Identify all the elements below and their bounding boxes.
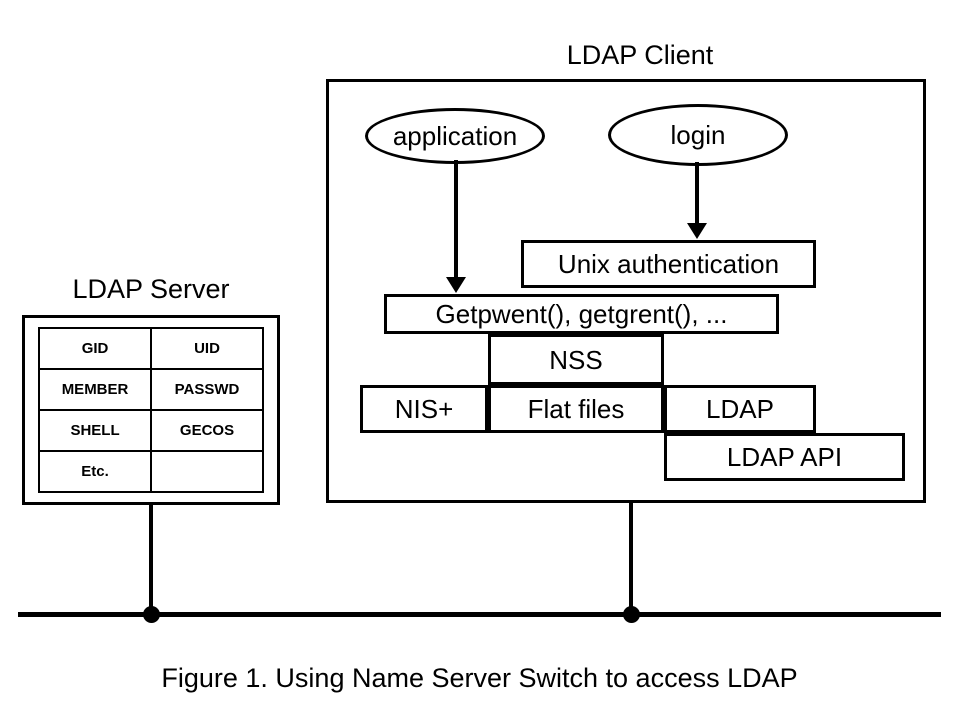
- server-bus-drop-line: [149, 505, 153, 617]
- layer-ldap[interactable]: LDAP: [664, 385, 816, 433]
- table-row: GID UID: [37, 327, 264, 370]
- cell-gid: GID: [37, 327, 153, 370]
- ldap-client-container: [326, 79, 926, 503]
- server-bus-connection-dot: [143, 606, 160, 623]
- table-body: GID UID MEMBER PASSWD SHELL GECOS Etc.: [37, 327, 264, 493]
- arrow-application-to-getpwent-head: [446, 277, 466, 293]
- process-application[interactable]: application: [365, 108, 545, 164]
- process-application-label: application: [392, 121, 518, 151]
- ldap-client-title: LDAP Client: [566, 40, 714, 70]
- arrow-application-to-getpwent-shaft: [454, 160, 458, 280]
- ldap-server-container: [22, 315, 280, 505]
- process-login[interactable]: login: [608, 104, 788, 166]
- table-row: SHELL GECOS: [37, 409, 264, 452]
- layer-nisplus-label: NIS+: [394, 394, 454, 424]
- layer-getpwent[interactable]: Getpwent(), getgrent(), ...: [384, 294, 779, 334]
- cell-passwd: PASSWD: [150, 368, 264, 411]
- table-row: Etc.: [37, 450, 264, 493]
- layer-ldap-api-label: LDAP API: [726, 442, 843, 472]
- ldap-server-attribute-table: GID UID MEMBER PASSWD SHELL GECOS Etc.: [37, 327, 264, 493]
- cell-etc: Etc.: [37, 450, 153, 493]
- cell-shell: SHELL: [37, 409, 153, 452]
- cell-uid: UID: [150, 327, 264, 370]
- figure-caption: Figure 1. Using Name Server Switch to ac…: [161, 663, 798, 693]
- ldap-server-title: LDAP Server: [72, 274, 230, 304]
- arrow-login-to-unix-auth-shaft: [695, 162, 699, 226]
- layer-nss[interactable]: NSS: [488, 334, 664, 385]
- layer-unix-authentication-label: Unix authentication: [557, 249, 780, 279]
- arrow-login-to-unix-auth-head: [687, 223, 707, 239]
- cell-member: MEMBER: [37, 368, 153, 411]
- layer-unix-authentication[interactable]: Unix authentication: [521, 240, 816, 288]
- table-row: MEMBER PASSWD: [37, 368, 264, 411]
- layer-ldap-label: LDAP: [706, 394, 774, 424]
- cell-gecos: GECOS: [150, 409, 264, 452]
- layer-flat-files[interactable]: Flat files: [488, 385, 664, 433]
- cell-empty: [150, 450, 264, 493]
- layer-getpwent-label: Getpwent(), getgrent(), ...: [435, 299, 728, 329]
- layer-nss-label: NSS: [549, 344, 603, 375]
- client-bus-connection-dot: [623, 606, 640, 623]
- layer-flat-files-label: Flat files: [527, 394, 625, 424]
- process-login-label: login: [670, 120, 726, 150]
- client-bus-drop-line: [629, 503, 633, 617]
- layer-ldap-api[interactable]: LDAP API: [664, 433, 905, 481]
- layer-nisplus[interactable]: NIS+: [360, 385, 488, 433]
- network-bus-line: [18, 612, 941, 617]
